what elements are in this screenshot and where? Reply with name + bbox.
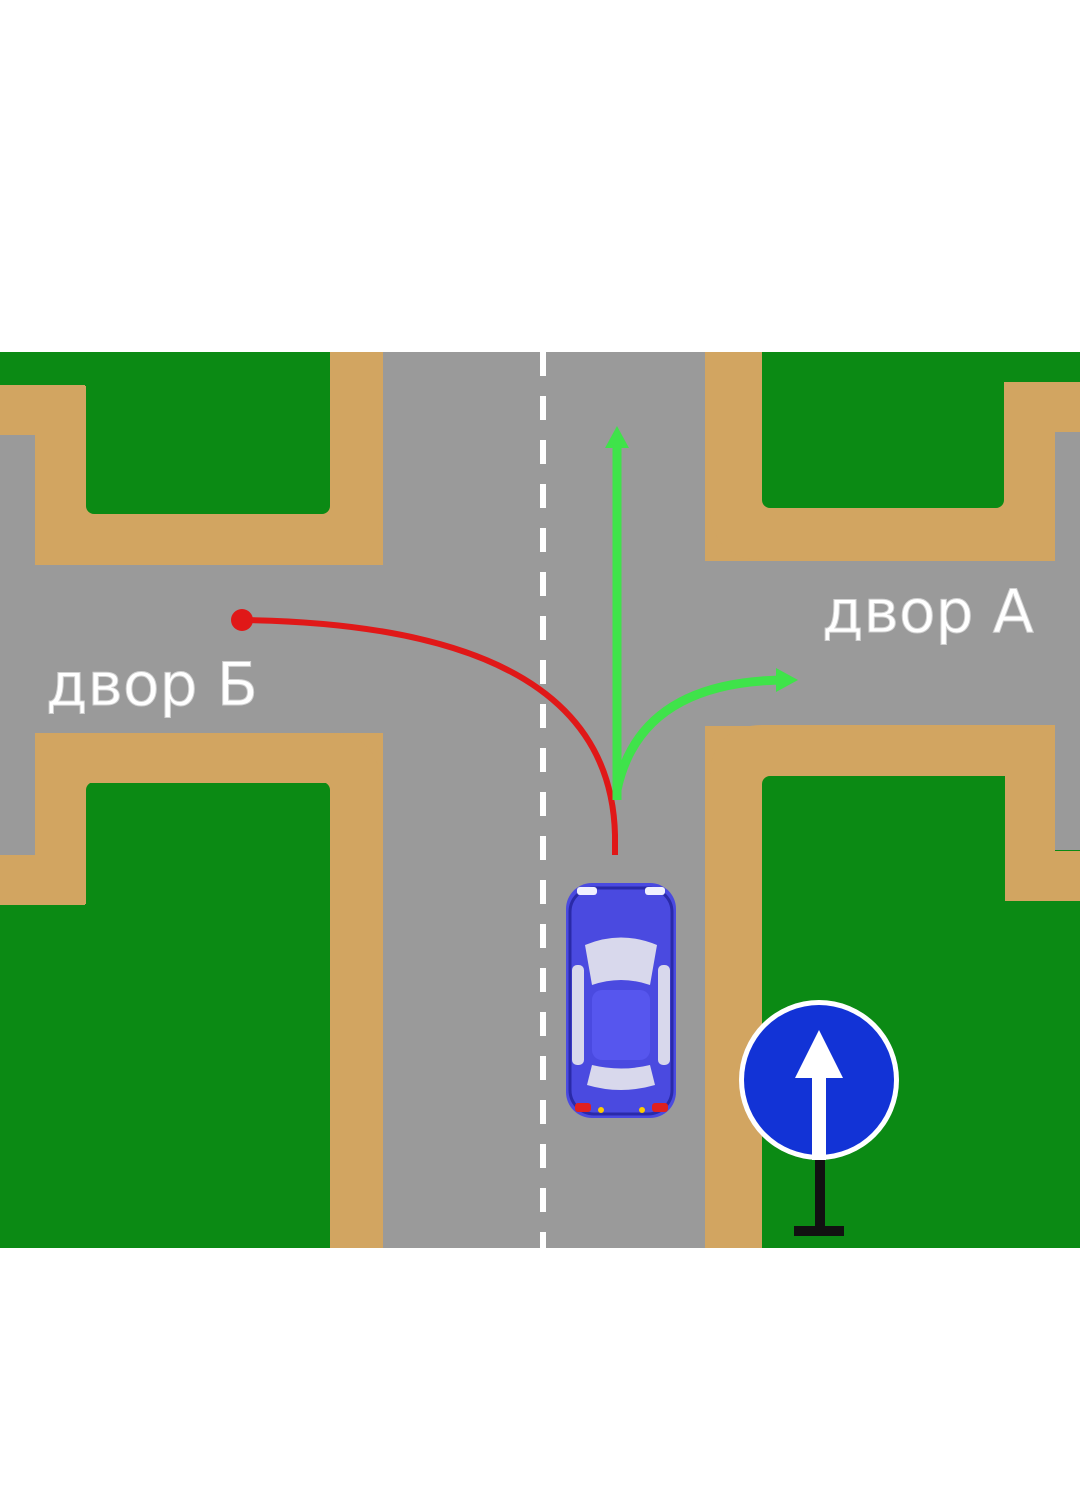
red-path-to-yard-b xyxy=(241,617,618,855)
straight-only-sign-icon xyxy=(739,1000,899,1236)
green-arrow-head-right xyxy=(776,668,798,692)
green-arrow-head-up xyxy=(605,426,629,448)
yard-b-label: двор Б xyxy=(46,650,258,720)
car-top-view-icon xyxy=(566,883,676,1118)
red-path-end-dot xyxy=(231,609,253,631)
green-path-right xyxy=(612,675,789,791)
yard-a-label: двор А xyxy=(822,577,1034,647)
green-paths xyxy=(612,438,789,800)
curb-corners xyxy=(0,352,1080,1248)
